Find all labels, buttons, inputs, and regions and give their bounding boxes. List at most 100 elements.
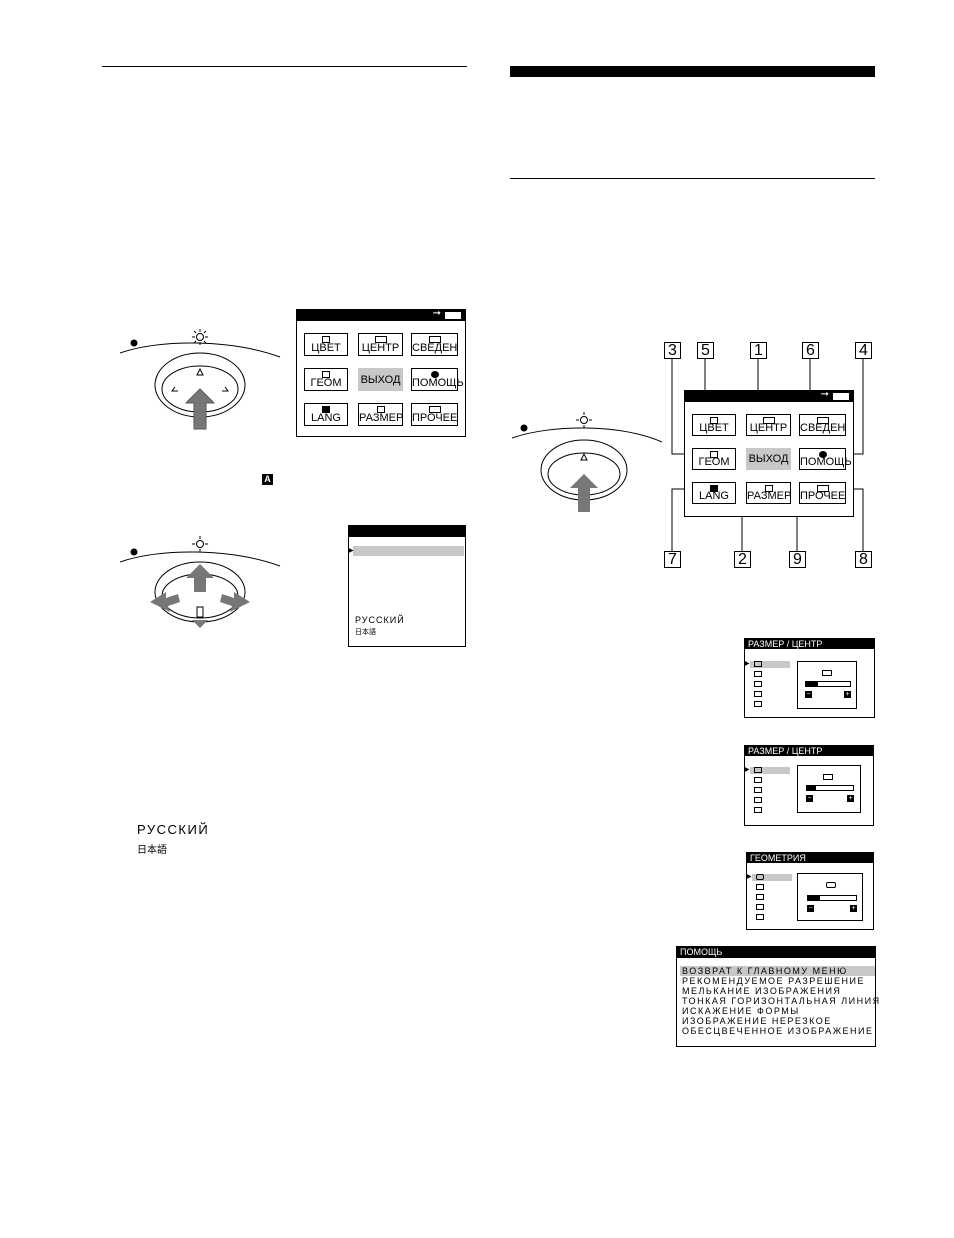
help-item-thin-line[interactable]: ТОНКАЯ ГОРИЗОНТАЛЬНАЯ ЛИНИЯ [682,996,881,1006]
tile-geometry[interactable]: ГЕОМ [692,448,736,470]
level-slider[interactable] [806,785,854,791]
tile-center[interactable]: ЦЕНТР [746,414,791,436]
zoom-icon [754,701,762,707]
main-menu-osd-right: ➞ ЦВЕТ ЦЕНТР СВЕДЕН ГЕОМ ВЫХОД ПОМОЩЬ LA… [684,389,854,517]
geometry-icon [710,451,718,458]
v-size-icon [754,777,762,783]
help-item-discolored[interactable]: ОБЕСЦВЕЧЕННОЕ ИЗОБРАЖЕНИЕ [682,1026,874,1036]
tile-size[interactable]: РАЗМЕР [746,482,791,504]
tile-lang[interactable]: LANG [304,403,348,426]
tile-geometry[interactable]: ГЕОМ [304,368,348,391]
help-item-resolution[interactable]: РЕКОМЕНДУЕМОЕ РАЗРЕШЕНИЕ [682,976,866,986]
input-indicator [445,312,461,319]
callout-2: 2 [734,551,751,568]
help-item-return[interactable]: ВОЗВРАТ К ГЛАВНОМУ МЕНЮ [682,966,848,976]
language-selection-highlight [353,546,464,556]
help-icon [818,451,827,458]
tile-convergence[interactable]: СВЕДЕН [411,333,458,356]
arrow-icon: ➞ [432,308,441,319]
tile-convergence[interactable]: СВЕДЕН [799,414,846,436]
lang-icon [710,485,718,492]
tile-color[interactable]: ЦВЕТ [304,333,348,356]
language-menu-title-bar [349,526,465,537]
slider-fill-1 [806,682,819,686]
language-option-japanese[interactable]: 日本語 [355,629,376,636]
tile-color[interactable]: ЦВЕТ [692,414,736,436]
h-center-icon [754,787,762,793]
main-menu-osd-left: ➞ ЦВЕТ ЦЕНТР СВЕДЕН ГЕОМ ВЫХОД ПОМОЩЬ LA… [296,308,466,437]
size-center-title-1: РАЗМЕР / ЦЕНТР [745,639,874,649]
right-top-thick-rule [510,66,875,77]
callout-3: 3 [664,342,681,359]
h-size-icon [754,681,762,687]
callout-1: 1 [750,342,767,359]
language-name-japanese: 日本語 [137,845,167,856]
level-slider[interactable] [807,895,857,901]
input-indicator [833,393,849,400]
decrease-icon[interactable]: − [806,795,813,802]
h-center-icon [822,670,832,676]
tile-center[interactable]: ЦЕНТР [358,333,403,356]
menu-item-highlight [750,661,790,668]
callout-8: 8 [855,551,872,568]
level-slider[interactable] [805,681,851,687]
v-size-icon [754,691,762,697]
menu-item-highlight [750,767,790,774]
help-icon [430,371,439,378]
selection-pointer-icon: ▶ [349,548,354,554]
callout-6: 6 [802,342,819,359]
help-item-distortion[interactable]: ИСКАЖЕНИЕ ФОРМЫ [682,1006,800,1016]
adjustment-panel: − + [797,873,863,921]
tile-size[interactable]: РАЗМЕР [358,403,403,426]
tile-help[interactable]: ПОМОЩЬ [411,368,464,391]
increase-icon[interactable]: + [850,905,857,912]
size-center-title-2: РАЗМЕР / ЦЕНТР [745,746,873,756]
h-center-icon [754,661,762,667]
color-icon [710,417,718,424]
convergence-icon [816,417,829,424]
v-center-icon [754,671,762,677]
tile-exit[interactable]: ВЫХОД [358,368,403,391]
size-center-menu-2: РАЗМЕР / ЦЕНТР ▶ − + [744,745,874,826]
left-top-rule [102,66,467,67]
right-mid-rule [510,178,875,179]
lang-inline-icon: A [262,474,273,485]
control-pad-diagram-press [120,329,281,430]
size-icon [376,406,385,413]
help-item-blurry[interactable]: ИЗОБРАЖЕНИЕ НЕРЕЗКОЕ [682,1016,832,1026]
arrow-icon: ➞ [820,389,829,400]
key-balance-icon [756,914,764,920]
tile-other[interactable]: ПРОЧЕЕ [411,403,458,426]
language-option-russian[interactable]: РУССКИЙ [355,615,405,625]
tile-exit[interactable]: ВЫХОД [746,448,791,470]
other-icon [428,406,441,413]
callout-5: 5 [697,342,714,359]
menu-title-bar: ➞ [297,308,465,321]
lang-icon [322,406,330,413]
help-item-highlight [680,966,875,976]
tile-lang[interactable]: LANG [692,482,736,504]
v-center-icon [754,797,762,803]
help-item-flicker[interactable]: МЕЛЬКАНИЕ ИЗОБРАЖЕНИЯ [682,986,842,996]
size-icon [764,485,773,492]
adjustment-panel: − + [797,765,861,813]
callout-9: 9 [789,551,806,568]
pincushion-icon [756,884,764,890]
increase-icon[interactable]: + [844,691,851,698]
tile-help[interactable]: ПОМОЩЬ [799,448,852,470]
keystone-icon [756,904,764,910]
tile-other[interactable]: ПРОЧЕЕ [799,482,846,504]
help-title: ПОМОЩЬ [677,947,875,958]
decrease-icon[interactable]: − [805,691,812,698]
contrast-icon [130,339,138,347]
increase-icon[interactable]: + [847,795,854,802]
h-size-icon [754,767,762,773]
selection-pointer-icon: ▶ [745,767,750,773]
rotation-icon [826,882,836,888]
control-pad-diagram-right [512,412,662,512]
slider-fill-3 [808,896,820,900]
other-icon [816,485,829,492]
size-center-menu-1: РАЗМЕР / ЦЕНТР ▶ − + [744,638,875,718]
decrease-icon[interactable]: − [807,905,814,912]
